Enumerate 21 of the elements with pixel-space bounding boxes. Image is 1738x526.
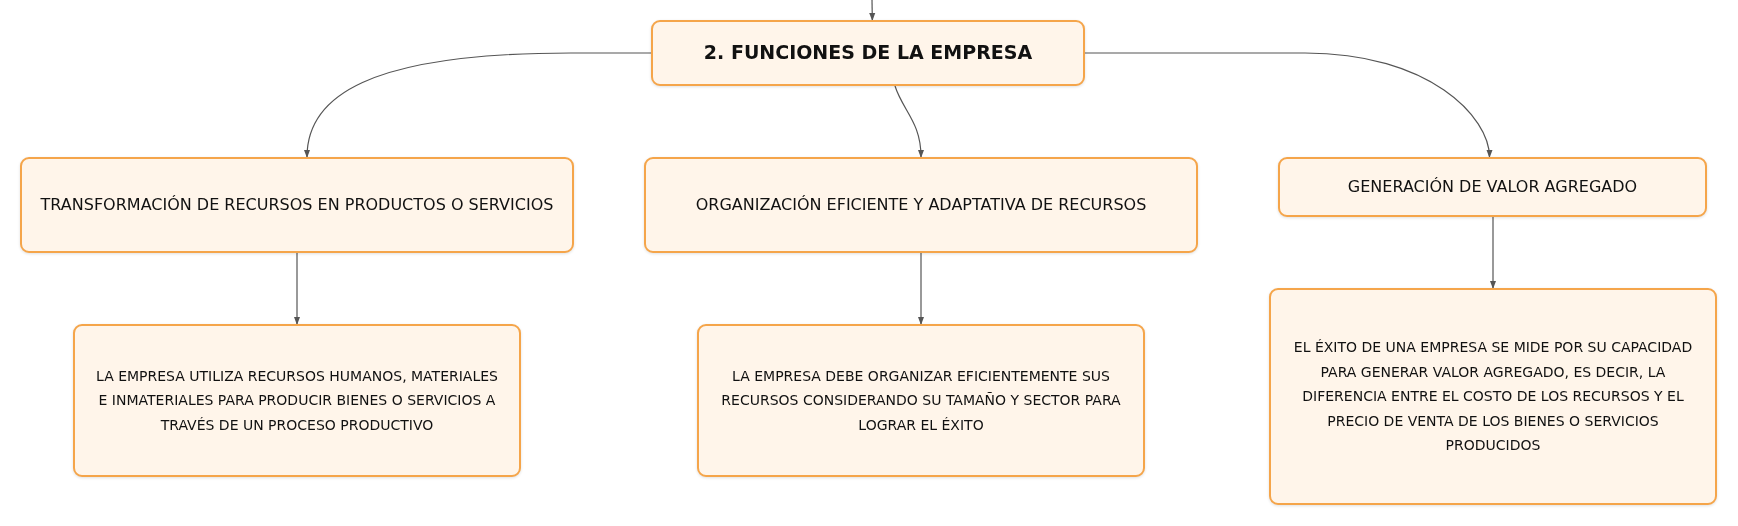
node-text: ORGANIZACIÓN EFICIENTE Y ADAPTATIVA DE RECURSOS [695, 193, 1147, 216]
node-text: EL ÉXITO DE UNA EMPRESA SE MIDE POR SU CAPACIDAD PARA GENERAR VALOR AGREGADO, ES DECIR, LA DIFERENCIA ENTRE EL COSTO DE LOS RECURSOS Y EL PRECIO DE VENTA DE LOS BIENES O SERVICIOS PRODUCIDOS [1292, 338, 1694, 456]
connector-arrow [1084, 52, 1492, 159]
node-text: TRANSFORMACIÓN DE RECURSOS EN PRODUCTOS O SERVICIOS [40, 193, 554, 216]
connector-arrow [917, 252, 925, 326]
connector-arrow [293, 252, 301, 326]
connector-arrow [869, 0, 876, 22]
subtopic-box [20, 157, 574, 253]
detail-box [697, 324, 1145, 477]
connector-arrow [894, 85, 924, 159]
node-text: LA EMPRESA UTILIZA RECURSOS HUMANOS, MATERIALES E INMATERIALES PARA PRODUCIR BIENES O SERVICIOS A TRAVÉS DE UN PROCESO PRODUCTIVO [95, 366, 499, 435]
node-text: GENERACIÓN DE VALOR AGREGADO [1347, 175, 1638, 198]
topic-box [651, 20, 1085, 86]
detail-box [1269, 288, 1717, 505]
connector-arrow [304, 52, 652, 159]
subtopic-box [644, 157, 1198, 253]
node-text: 2. FUNCIONES DE LA EMPRESA [703, 40, 1033, 66]
subtopic-box [1278, 157, 1707, 217]
detail-box [73, 324, 521, 477]
connector-arrow [1489, 216, 1497, 290]
node-text: LA EMPRESA DEBE ORGANIZAR EFICIENTEMENTE SUS RECURSOS CONSIDERANDO SU TAMAÑO Y SECTOR PARA LOGRAR EL ÉXITO [720, 366, 1122, 435]
